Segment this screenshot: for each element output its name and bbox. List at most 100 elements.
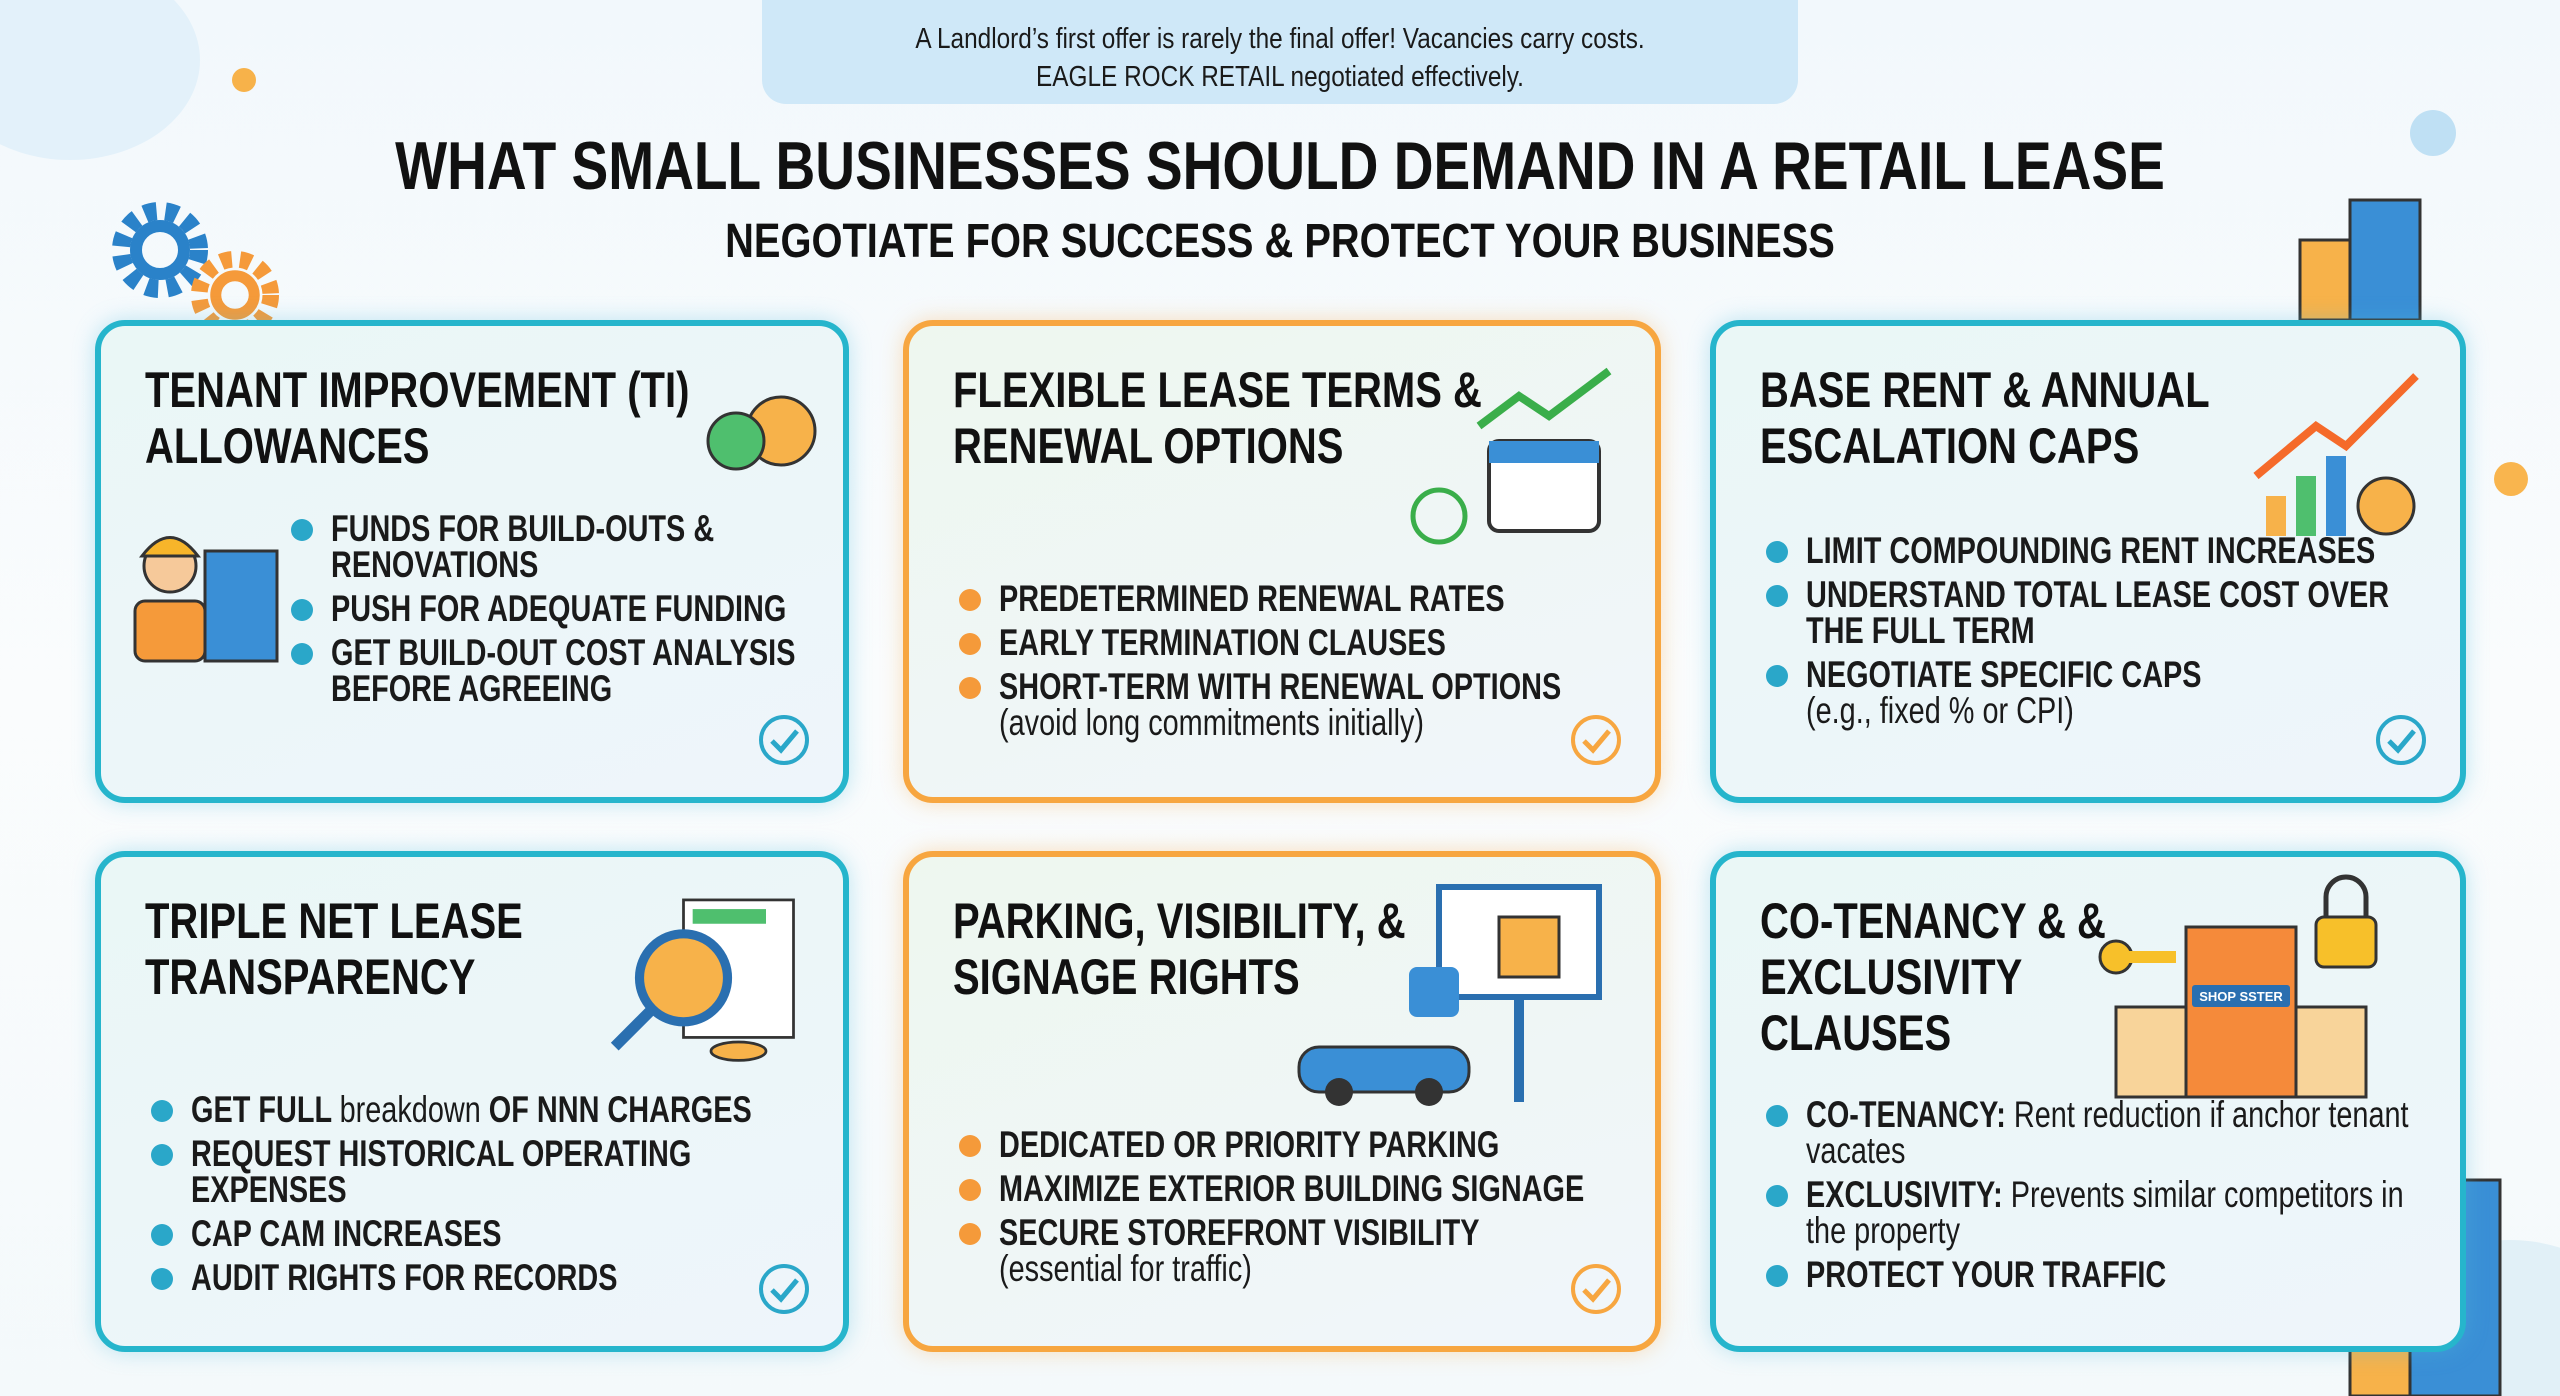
bullet-text-normal: Rent reduction if anchor tenant vacates — [1806, 1094, 2409, 1171]
bullet-content: DEDICATED OR PRIORITY PARKING — [999, 1126, 1625, 1163]
bullet-content: PUSH FOR ADEQUATE FUNDING — [331, 588, 813, 629]
bullet-text-normal: (e.g., fixed % or CPI) — [1806, 690, 2074, 731]
bullet-text: CO-TENANCY: — [1806, 1094, 2006, 1135]
bullet-dot-icon — [959, 633, 981, 655]
list-item: PREDETERMINED RENEWAL RATES — [959, 578, 1625, 619]
card-title: CO-TENANCY & & EXCLUSIVITY CLAUSES — [1760, 893, 2106, 1061]
bullet-list: FUNDS FOR BUILD-OUTS & RENOVATIONS PUSH F… — [291, 510, 813, 715]
bullet-dot-icon — [151, 1100, 173, 1122]
banner-line-1: A Landlord’s first offer is rarely the f… — [915, 23, 1645, 55]
bullet-content: AUDIT RIGHTS FOR RECORDS — [191, 1257, 813, 1298]
bullet-dot-icon — [959, 1223, 981, 1245]
storefront-key-lock-icon: SHOP SSTER — [2098, 874, 2378, 1099]
card-title: PARKING, VISIBILITY, & SIGNAGE RIGHTS — [953, 893, 1406, 1005]
bullet-dot-icon — [959, 677, 981, 699]
bullet-content: FUNDS FOR BUILD-OUTS & RENOVATIONS — [331, 510, 813, 583]
list-item: GET BUILD-OUT COST ANALYSIS BEFORE AGREE… — [291, 632, 813, 709]
bullet-dot-icon — [1766, 585, 1788, 607]
list-item: EXCLUSIVITY: Prevents similar competitor… — [1766, 1174, 2430, 1249]
list-item: MAXIMIZE EXTERIOR BUILDING SIGNAGE — [959, 1168, 1625, 1209]
list-item: UNDERSTAND TOTAL LEASE COST OVER THE FUL… — [1766, 574, 2430, 651]
calendar-trend-icon — [1410, 367, 1612, 545]
list-item: CAP CAM INCREASES — [151, 1213, 813, 1254]
bullet-text: AUDIT RIGHTS FOR RECORDS — [191, 1257, 618, 1298]
bullet-content: UNDERSTAND TOTAL LEASE COST OVER THE FUL… — [1806, 574, 2430, 651]
bullet-content: GET FULL breakdown OF NNN CHARGES — [191, 1089, 813, 1130]
bullet-text: UNDERSTAND TOTAL LEASE COST OVER THE FUL… — [1806, 574, 2390, 651]
list-item: NEGOTIATE SPECIFIC CAPS(e.g., fixed % or… — [1766, 654, 2430, 731]
card-co-tenancy: SHOP SSTER CO-TENANCY & & EXCLUSIVITY CLA… — [1710, 851, 2466, 1352]
bullet-content: MAXIMIZE EXTERIOR BUILDING SIGNAGE — [999, 1168, 1625, 1209]
bullet-text: PROTECT YOUR TRAFFIC — [1806, 1254, 2167, 1295]
bullet-text: EARLY TERMINATION CLAUSES — [999, 622, 1446, 663]
bullet-dot-icon — [151, 1268, 173, 1290]
bullet-content: NEGOTIATE SPECIFIC CAPS(e.g., fixed % or… — [1806, 654, 2430, 731]
bullet-content: PREDETERMINED RENEWAL RATES — [999, 578, 1625, 619]
list-item: PUSH FOR ADEQUATE FUNDING — [291, 588, 813, 629]
list-item: REQUEST HISTORICAL OPERATING EXPENSES — [151, 1133, 813, 1210]
decor-dot — [2410, 110, 2456, 156]
list-item: SHORT-TERM WITH RENEWAL OPTIONS(avoid lo… — [959, 666, 1625, 743]
card-title: BASE RENT & ANNUAL ESCALATION CAPS — [1760, 362, 2209, 474]
bullet-content: EXCLUSIVITY: Prevents similar competitor… — [1806, 1174, 2430, 1249]
bullet-text: PREDETERMINED RENEWAL RATES — [999, 578, 1505, 619]
bullet-dot-icon — [151, 1224, 173, 1246]
bullet-list: LIMIT COMPOUNDING RENT INCREASES UNDERSTA… — [1766, 532, 2430, 737]
list-item: CO-TENANCY: Rent reduction if anchor ten… — [1766, 1094, 2430, 1171]
list-item: DEDICATED OR PRIORITY PARKING — [959, 1126, 1625, 1163]
list-item: EARLY TERMINATION CLAUSES — [959, 622, 1625, 663]
card-base-rent: BASE RENT & ANNUAL ESCALATION CAPS LIMIT … — [1710, 320, 2466, 803]
bullet-text: NEGOTIATE SPECIFIC CAPS — [1806, 654, 2202, 695]
tip-banner: A Landlord’s first offer is rarely the f… — [762, 0, 1798, 104]
bar-chart-coin-icon — [2253, 373, 2419, 536]
bullet-text: EXCLUSIVITY: — [1806, 1174, 2003, 1215]
city-buildings-icon — [2298, 198, 2422, 322]
shop-sign-text: SHOP SSTER — [2199, 989, 2283, 1004]
banner-line-2: EAGLE ROCK RETAIL negotiated effectively… — [1036, 61, 1524, 93]
gear-icon — [191, 251, 279, 339]
bullet-dot-icon — [1766, 541, 1788, 563]
bullet-text: GET FULL — [191, 1089, 340, 1130]
bullet-dot-icon — [291, 519, 313, 541]
checkmark-icon — [1571, 715, 1621, 765]
bullet-text: SHORT-TERM WITH RENEWAL OPTIONS — [999, 666, 1562, 707]
bullet-text: PUSH FOR ADEQUATE FUNDING — [331, 588, 787, 629]
gear-icon — [112, 202, 208, 298]
bullet-dot-icon — [291, 643, 313, 665]
bullet-list: CO-TENANCY: Rent reduction if anchor ten… — [1766, 1094, 2430, 1301]
bullet-dot-icon — [1766, 1265, 1788, 1287]
bullet-text: SECURE STOREFRONT VISIBILITY — [999, 1212, 1480, 1253]
bullet-content: SECURE STOREFRONT VISIBILITY(essential f… — [999, 1212, 1625, 1289]
page-subtitle: NEGOTIATE FOR SUCCESS & PROTECT YOUR BUS… — [725, 215, 1835, 268]
checkmark-icon — [1571, 1264, 1621, 1314]
bullet-text: MAXIMIZE EXTERIOR BUILDING SIGNAGE — [999, 1168, 1585, 1209]
bullet-dot-icon — [151, 1144, 173, 1166]
bullet-text: GET BUILD-OUT COST ANALYSIS BEFORE AGREE… — [331, 632, 796, 709]
list-item: LIMIT COMPOUNDING RENT INCREASES — [1766, 532, 2430, 569]
bullet-dot-icon — [291, 599, 313, 621]
bullet-content: REQUEST HISTORICAL OPERATING EXPENSES — [191, 1133, 813, 1210]
car-parking-billboard-icon — [1297, 884, 1602, 1106]
bullet-dot-icon — [959, 589, 981, 611]
list-item: GET FULL breakdown OF NNN CHARGES — [151, 1089, 813, 1130]
list-item: FUNDS FOR BUILD-OUTS & RENOVATIONS — [291, 510, 813, 583]
bullet-text-normal: (essential for traffic) — [999, 1248, 1252, 1289]
list-item: AUDIT RIGHTS FOR RECORDS — [151, 1257, 813, 1298]
bullet-content: SHORT-TERM WITH RENEWAL OPTIONS(avoid lo… — [999, 666, 1625, 743]
bullet-text: CAP CAM INCREASES — [191, 1213, 502, 1254]
bullet-dot-icon — [1766, 1185, 1788, 1207]
bullet-dot-icon — [1766, 1105, 1788, 1127]
checkmark-icon — [759, 1264, 809, 1314]
page-title: WHAT SMALL BUSINESSES SHOULD DEMAND IN A… — [395, 128, 2165, 204]
bullet-text-normal: (avoid long commitments initially) — [999, 702, 1425, 743]
bullet-content: CO-TENANCY: Rent reduction if anchor ten… — [1806, 1094, 2430, 1171]
bullet-content: LIMIT COMPOUNDING RENT INCREASES — [1806, 532, 2430, 569]
bullet-content: GET BUILD-OUT COST ANALYSIS BEFORE AGREE… — [331, 632, 813, 709]
checkmark-icon — [2376, 715, 2426, 765]
checkmark-icon — [759, 715, 809, 765]
bullet-text: REQUEST HISTORICAL OPERATING EXPENSES — [191, 1133, 692, 1210]
